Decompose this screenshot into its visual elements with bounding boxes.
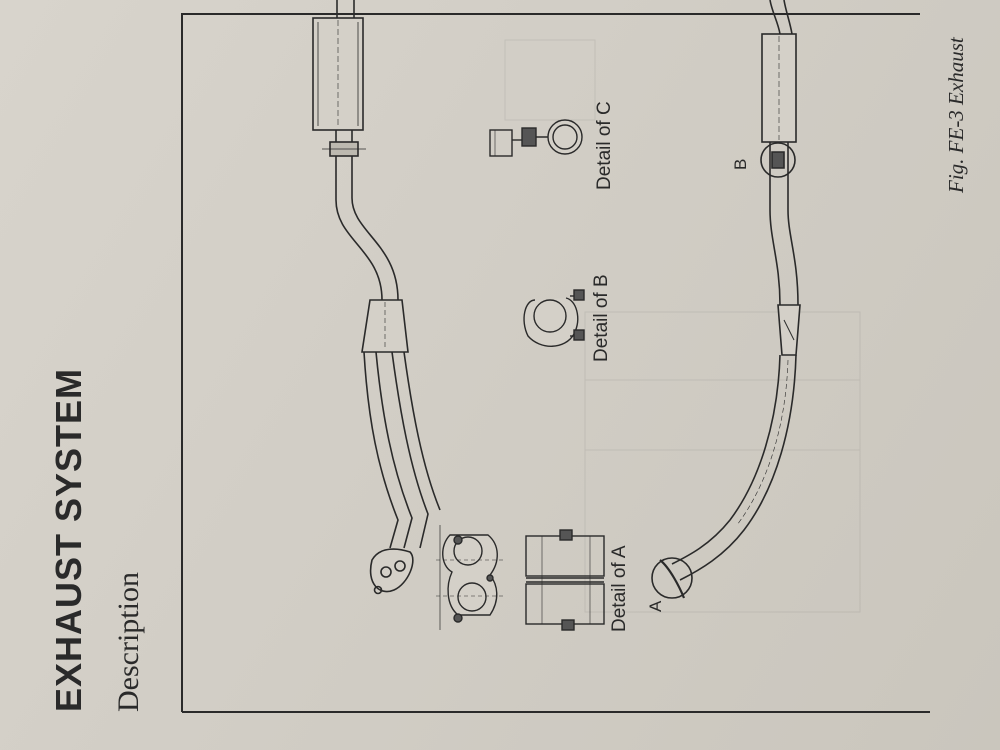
detail-a-drawing [436,525,605,631]
figure-caption: Fig. FE-3 Exhaust [944,37,968,193]
detail-c-drawing [489,119,583,157]
bleed-through [504,39,861,613]
detail-b-drawing [523,289,585,347]
detail-b-marker [760,142,796,178]
lower-exhaust-pipe [651,0,801,599]
sub-muffler [761,33,797,143]
detail-b-label: Detail of B [591,274,612,362]
callout-b: B [731,158,750,170]
callout-a: A [646,600,665,612]
figure-frame [181,13,920,712]
manifold-flange [369,548,414,593]
detail-a-label: Detail of A [609,545,630,632]
upper-exhaust-pipe [312,0,441,595]
detail-a-marker [651,557,693,599]
detail-c-label: Detail of C [594,101,615,190]
